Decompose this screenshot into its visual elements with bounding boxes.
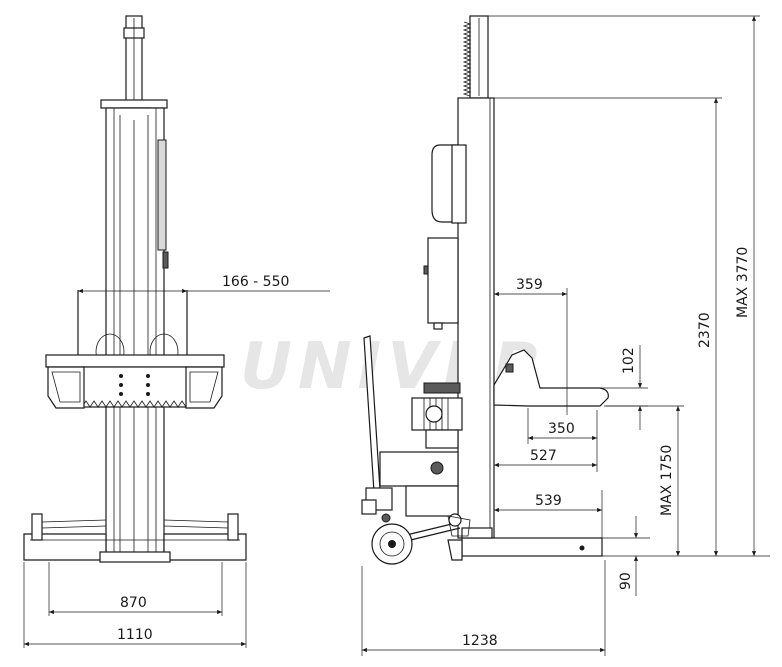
- dim-arm-height: 102: [621, 347, 637, 374]
- dim-clamp-range: 166 - 550: [222, 274, 289, 290]
- electric-box: [427, 237, 459, 324]
- side-lifting-arm: [493, 349, 609, 407]
- dim-min-ground: 90: [618, 572, 634, 590]
- side-view: [361, 15, 609, 565]
- front-carriage: [81, 366, 189, 408]
- front-view: [23, 15, 247, 563]
- side-dimensions: 359 350 527 539 1238 102 90 MAX 1750: [361, 15, 770, 656]
- dim-base-inner: 870: [120, 595, 147, 611]
- dim-lift-max: MAX 1750: [659, 445, 675, 516]
- dim-column-height: 2370: [697, 312, 713, 348]
- dim-overall-length: 1238: [462, 633, 498, 649]
- dim-base-reach: 539: [535, 493, 562, 509]
- left-wheel-clamp: [47, 366, 85, 409]
- dim-reach-top: 359: [516, 277, 543, 293]
- right-wheel-clamp: [185, 366, 223, 409]
- carriage-bolts: [119, 374, 150, 396]
- front-top-head: [100, 99, 168, 109]
- front-dimensions: 166 - 550 870 1110: [23, 274, 330, 648]
- front-column: [105, 107, 165, 559]
- dim-arm-reach: 527: [530, 448, 557, 464]
- pump-unit: [379, 451, 459, 487]
- dim-arm-depth: 350: [548, 421, 575, 437]
- dim-overall-max: MAX 3770: [735, 247, 751, 318]
- front-base: [23, 533, 247, 561]
- motor-top: [423, 382, 461, 394]
- front-arm-crossbar: [45, 354, 225, 368]
- dim-base-outer: 1110: [117, 627, 153, 643]
